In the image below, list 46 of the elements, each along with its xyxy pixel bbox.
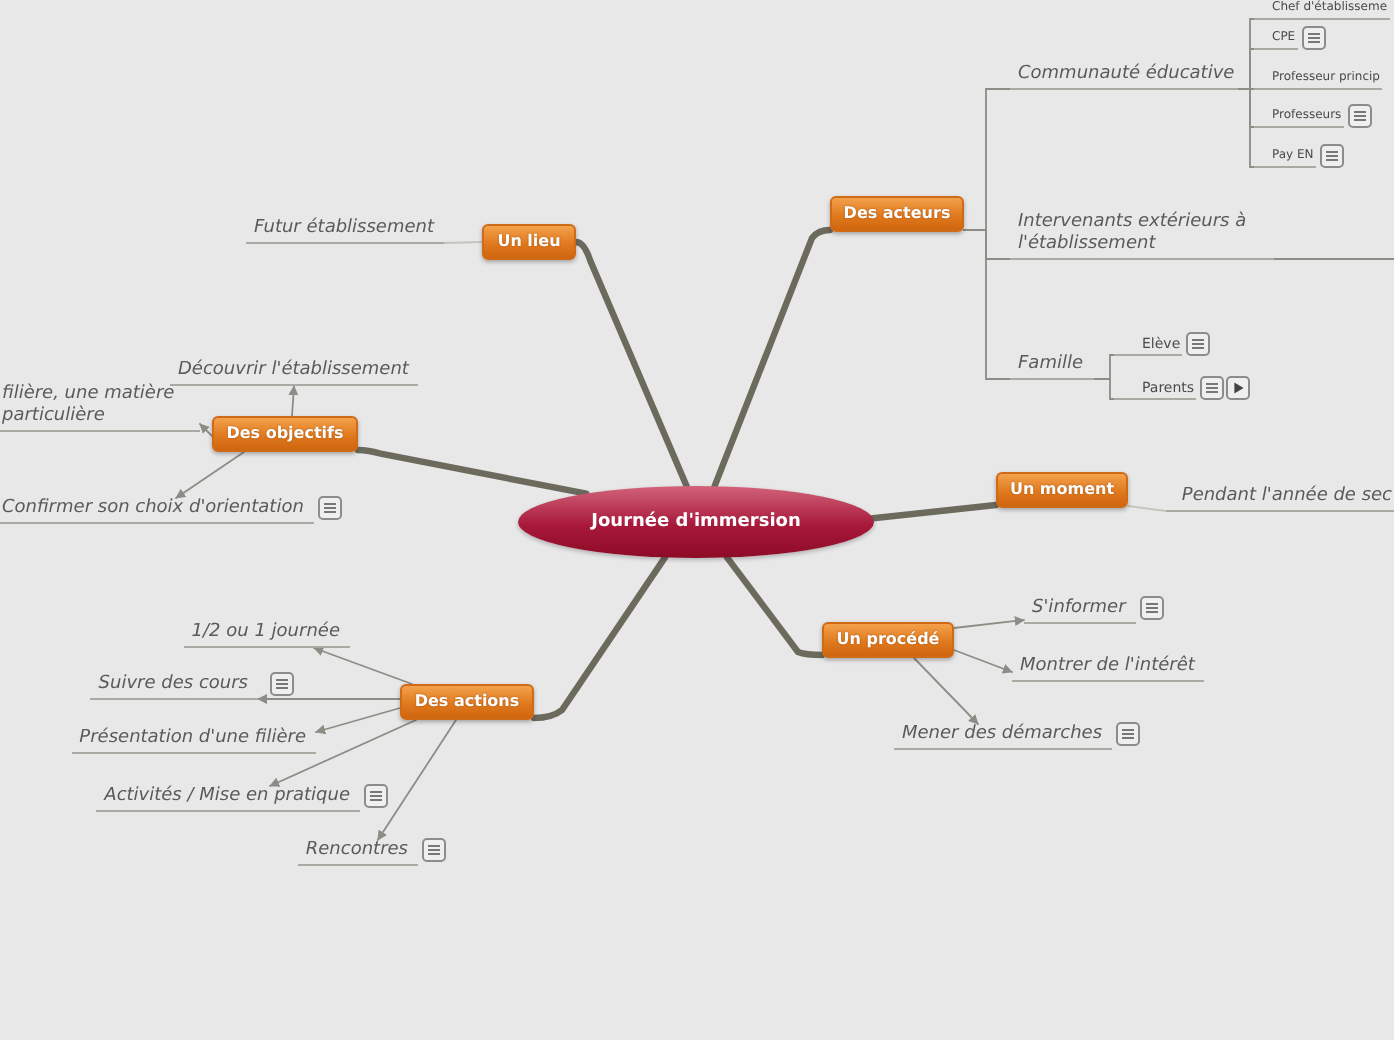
connector-line — [913, 657, 979, 725]
branch-label: Mener des démarches — [894, 724, 1113, 750]
connector-line — [572, 238, 690, 490]
connector-line — [443, 241, 483, 244]
branch-label: Suivre des cours — [90, 674, 258, 700]
connector-line — [953, 616, 1025, 629]
connector-line — [313, 646, 413, 685]
connector-line — [1237, 88, 1255, 168]
connector-line — [315, 707, 401, 735]
connector-line — [963, 229, 1011, 380]
topic-box: Des objectifs — [212, 416, 358, 452]
connector-line — [376, 719, 457, 841]
connector-line — [869, 501, 1000, 522]
branch-label: Découvrir l'établissement — [170, 360, 419, 386]
connector-line — [530, 554, 669, 722]
branch-label: Intervenants extérieurs à l'établissement — [1010, 212, 1274, 260]
topic-box: Un procédé — [822, 622, 954, 658]
branch-label: S'informer — [1024, 598, 1136, 624]
branch-label: filière, une matière particulière — [0, 384, 200, 432]
connector-line — [175, 451, 245, 499]
topic-box: Un lieu — [482, 224, 576, 260]
connector-line — [269, 719, 417, 787]
connector-line — [711, 226, 834, 490]
branch-label: Présentation d'une filière — [71, 728, 316, 754]
connector-line — [288, 385, 299, 417]
branch-label: Communauté éducative — [1010, 64, 1239, 90]
topic-box: Des actions — [400, 684, 534, 720]
central-topic-ellipse: Journée d'immersion — [518, 486, 874, 558]
branch-label: 1/2 ou 1 journée — [183, 622, 350, 648]
branch-label: Confirmer son choix d'orientation — [0, 498, 314, 524]
branch-label: Futur établissement — [245, 218, 444, 244]
branch-label: Rencontres — [297, 840, 418, 866]
connector-line — [199, 423, 213, 437]
topic-box: Des acteurs — [830, 196, 964, 232]
connector-line — [257, 694, 401, 704]
branch-label: Activités / Mise en pratique — [96, 786, 360, 812]
connector-line — [1092, 378, 1115, 400]
branch-label: Famille — [1010, 354, 1093, 380]
connector-line — [953, 649, 1013, 674]
branch-label: Pendant l'année de sec — [1165, 486, 1394, 512]
branch-label: Montrer de l'intérêt — [1012, 656, 1205, 682]
connector-line — [723, 554, 826, 659]
connector-line — [354, 446, 590, 497]
connector-line — [1127, 505, 1167, 512]
connector-line — [1273, 258, 1394, 260]
topic-box: Un moment — [996, 472, 1128, 508]
